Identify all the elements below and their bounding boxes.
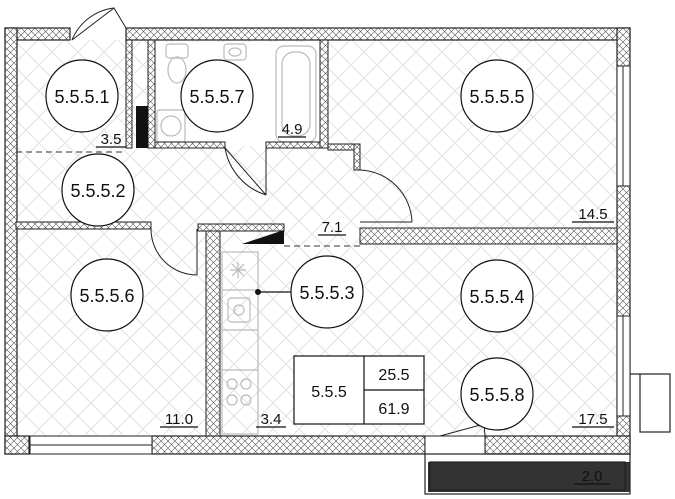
room-id-5.5.5.3: 5.5.5.3	[299, 283, 354, 303]
room-id-5.5.5.4: 5.5.5.4	[469, 287, 524, 307]
opening-lines	[16, 151, 360, 247]
room-tags	[45, 59, 534, 431]
room-area-5.5.5.2: 7.1	[322, 219, 343, 236]
room-area-5.5.5.4: 17.5	[578, 411, 607, 428]
room-area-5.5.5.5: 14.5	[578, 206, 607, 223]
room-area-5.5.5.8: 2.0	[582, 468, 603, 485]
room-area-5.5.5.3: 3.4	[261, 411, 282, 428]
room-id-5.5.5.7: 5.5.5.7	[189, 87, 244, 107]
interior-walls	[15, 39, 618, 437]
room-area-5.5.5.7: 4.9	[282, 121, 303, 138]
summary-apartment-number: 5.5.5	[311, 384, 347, 401]
room-area-5.5.5.1: 3.5	[101, 131, 122, 148]
room-area-5.5.5.6: 11.0	[165, 411, 193, 428]
room-id-5.5.5.5: 5.5.5.5	[469, 87, 524, 107]
leader-dot	[255, 289, 261, 295]
summary-living-area: 25.5	[378, 367, 409, 384]
kitchen-fixtures	[221, 251, 259, 435]
balcony	[424, 373, 671, 495]
area-underlines	[96, 136, 614, 485]
room-id-5.5.5.8: 5.5.5.8	[469, 385, 524, 405]
summary-total-area: 61.9	[378, 401, 409, 418]
black-accents	[136, 106, 630, 492]
room-id-5.5.5.6: 5.5.5.6	[79, 286, 134, 306]
doors	[71, 7, 486, 437]
windows	[29, 65, 631, 455]
summary-table	[293, 355, 425, 425]
room-id-5.5.5.1: 5.5.5.1	[54, 87, 109, 107]
room-id-5.5.5.2: 5.5.5.2	[70, 181, 125, 201]
